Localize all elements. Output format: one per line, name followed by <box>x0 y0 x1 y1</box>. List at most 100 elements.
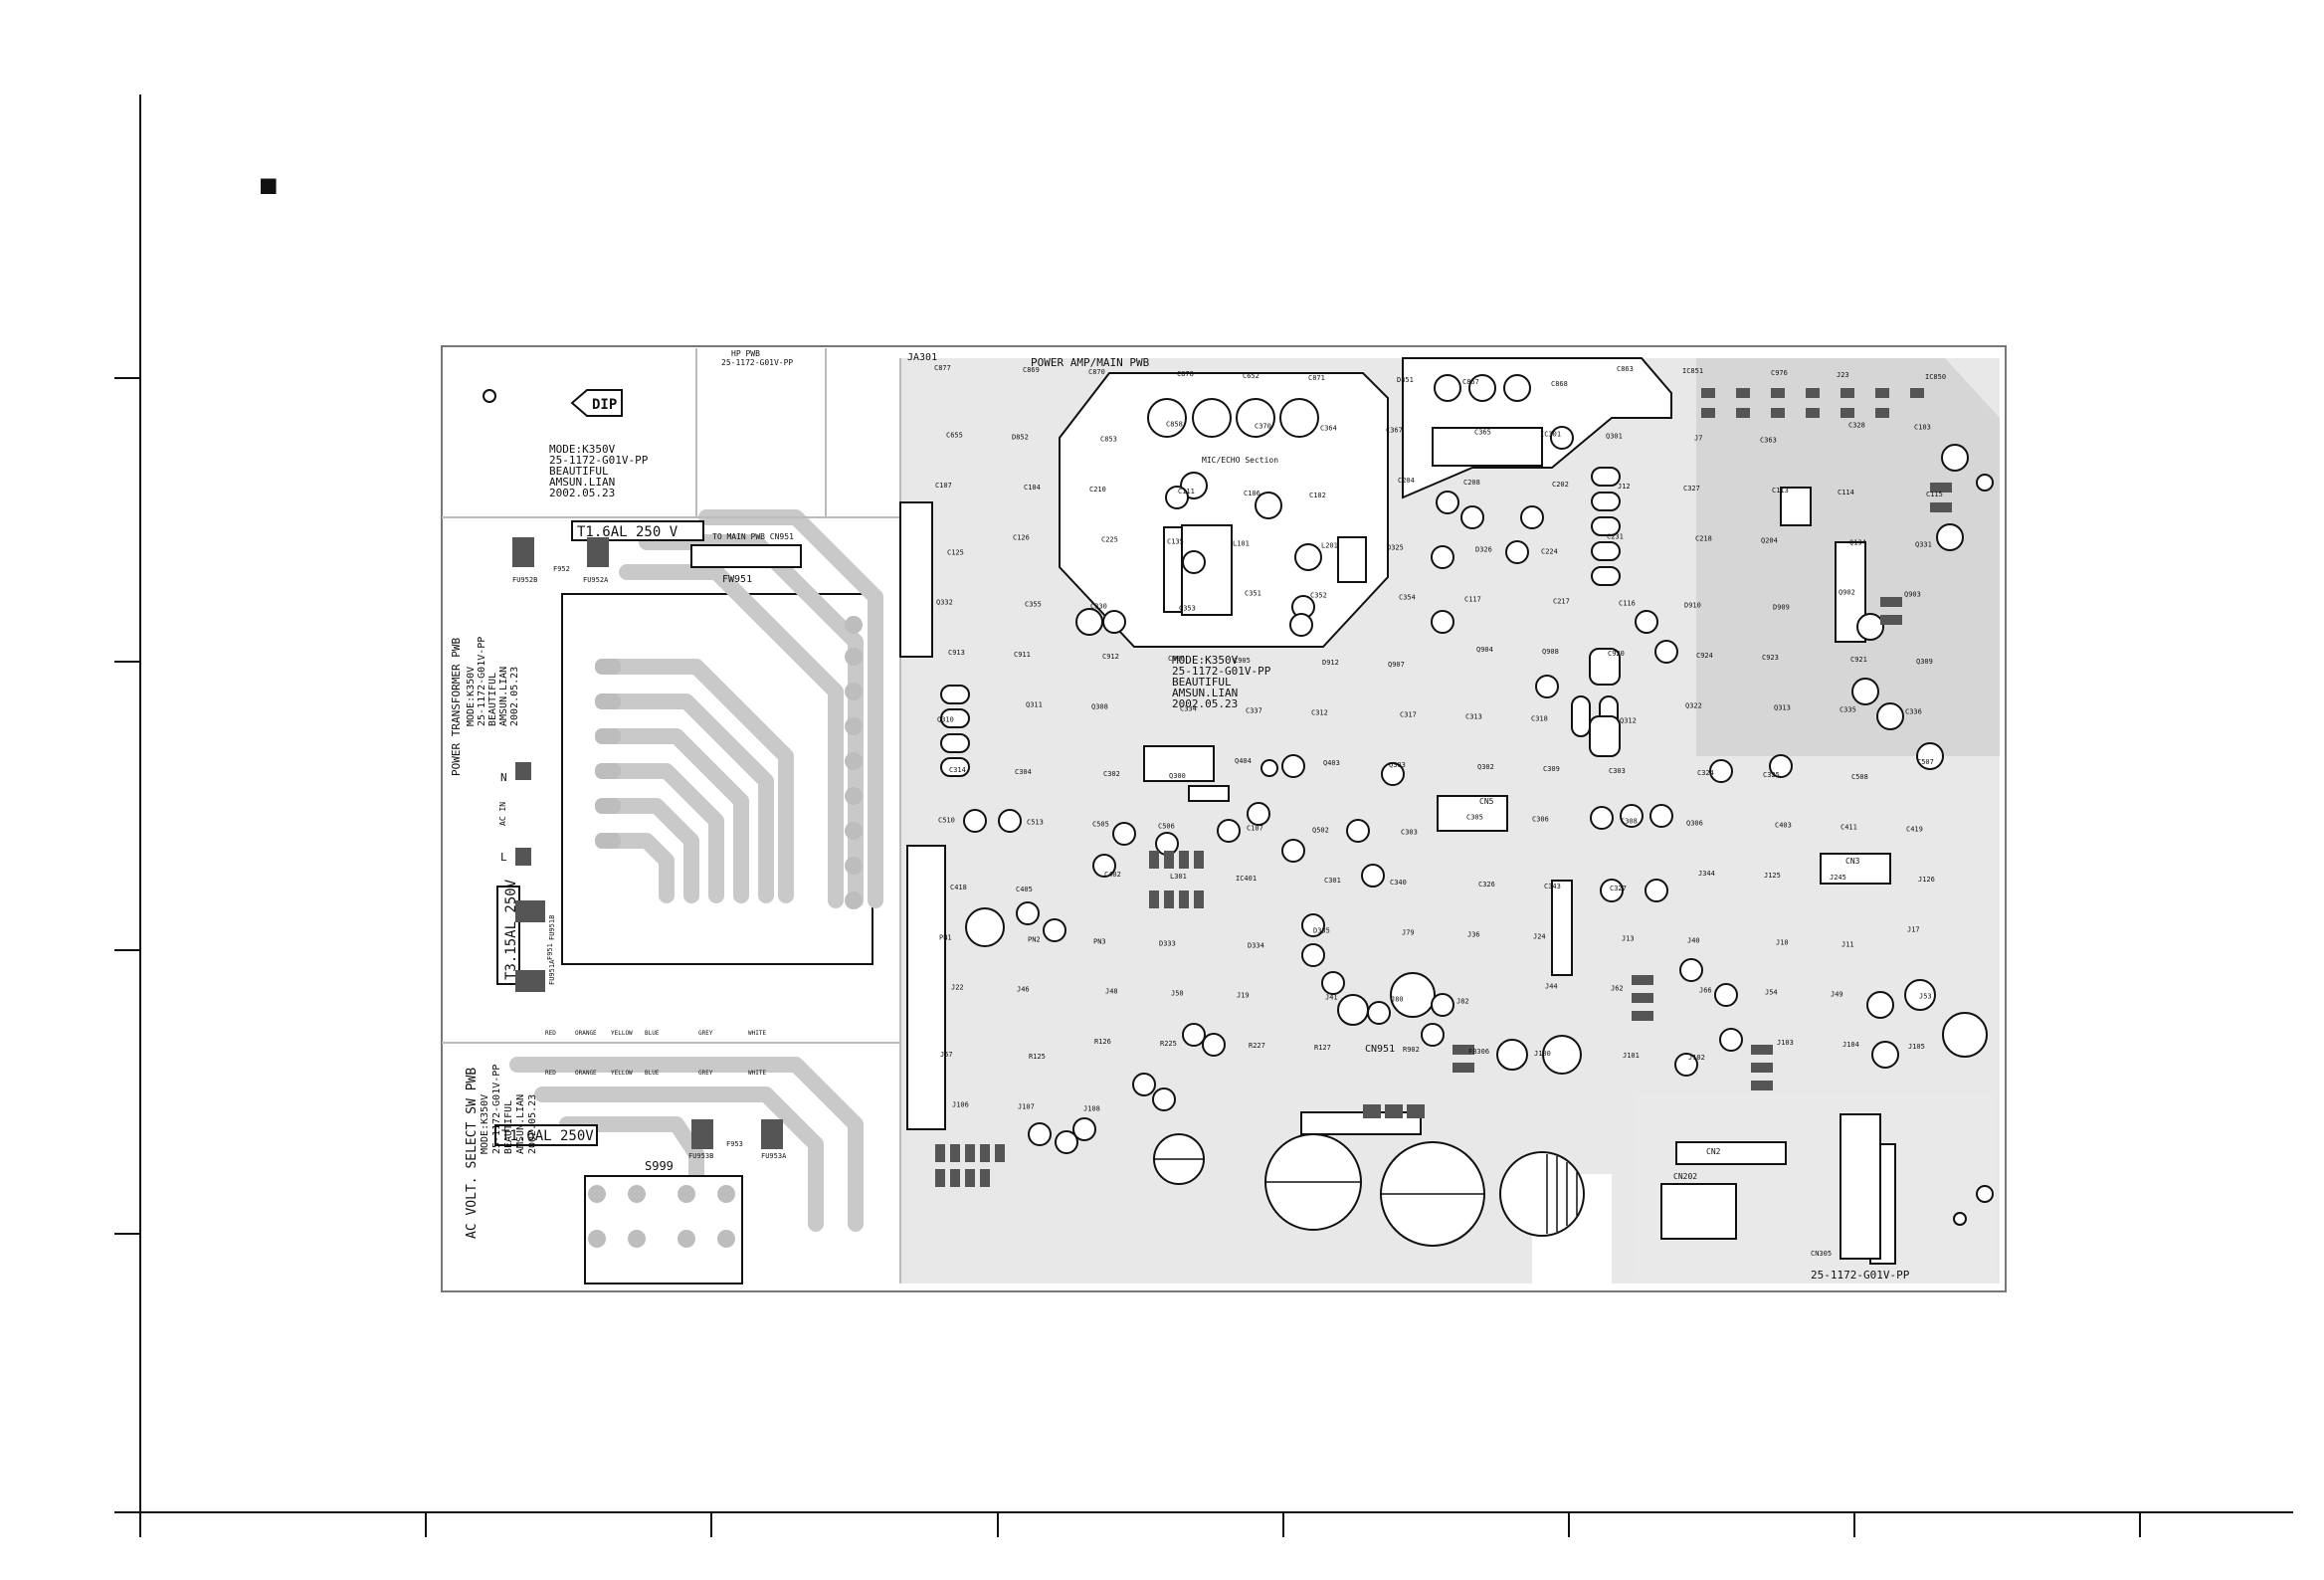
component-designator: C507 <box>1917 758 1934 766</box>
cn-label-5: CN202 <box>1673 1172 1697 1181</box>
component-designator: J23 <box>1837 371 1849 379</box>
wire-red: RED <box>545 1030 556 1037</box>
component-designator: C337 <box>1246 707 1262 715</box>
fuse-part-4: FU953B <box>688 1152 713 1160</box>
component-designator: C853 <box>1100 435 1117 443</box>
wire-orange-2: ORANGE <box>575 1070 597 1077</box>
component-designator: C107 <box>1247 824 1263 832</box>
component-designator: Q309 <box>1916 658 1933 666</box>
ptf-line-4: BEAUTIFUL <box>487 673 498 726</box>
mic-echo-section: MIC/ECHO Section <box>1202 456 1278 465</box>
component-designator: C403 <box>1775 821 1792 829</box>
integrated-circuits <box>1181 427 1881 1260</box>
component-designator: C870 <box>1088 368 1105 376</box>
bottom-right-code: 25-1172-G01V-PP <box>1811 1269 1910 1282</box>
component-designator: PN2 <box>1028 935 1041 943</box>
fuse-part-2: F952 <box>553 565 570 573</box>
component-designator: J107 <box>1018 1103 1035 1111</box>
component-designator: J66 <box>1699 987 1712 995</box>
component-designator: C418 <box>950 884 967 891</box>
component-designator: C327 <box>1610 885 1627 892</box>
cn-label-3: CN951 <box>1365 1044 1395 1055</box>
to-main-pwb: TO MAIN PWB CN951 <box>712 532 794 541</box>
fuse-left-label: T3.15AL 250V <box>503 879 519 980</box>
component-designator: D852 <box>1012 433 1029 441</box>
page-frame <box>114 95 2293 1537</box>
capacitors <box>963 374 1988 1154</box>
fuse-top-label: T1.6AL 250 V <box>577 524 678 540</box>
component-designator: J50 <box>1171 990 1184 998</box>
component-designator: C231 <box>1607 532 1624 540</box>
component-designator: C353 <box>1179 605 1196 613</box>
component-designator: C905 <box>1234 657 1251 665</box>
component-designator: D909 <box>1773 604 1790 612</box>
component-designator: C126 <box>1013 533 1030 541</box>
board-top-label: POWER AMP/MAIN PWB <box>1031 356 1150 369</box>
component-designator: J100 <box>1534 1050 1551 1058</box>
component-designator: Q300 <box>1169 772 1186 780</box>
component-designator: C858 <box>1166 420 1183 428</box>
component-designator: C863 <box>1617 365 1634 373</box>
fuse-part-9: FU951A <box>548 959 556 985</box>
component-designator: C107 <box>935 482 952 490</box>
component-designator: J108 <box>1083 1105 1100 1113</box>
component-designator: Q403 <box>1323 759 1340 767</box>
component-designator: J17 <box>1907 925 1920 933</box>
hp-pwb-line-1: HP PWB <box>731 349 760 358</box>
component-designator: C335 <box>1840 706 1856 714</box>
component-designator: C305 <box>1466 813 1483 821</box>
component-designator: C125 <box>947 548 964 556</box>
acv-line-2: MODE:K350V <box>480 1094 490 1154</box>
component-designator: C303 <box>1609 767 1626 775</box>
component-designator: J245 <box>1830 874 1846 882</box>
component-designator: C365 <box>1474 428 1491 436</box>
component-designator: C411 <box>1840 823 1857 831</box>
component-designator: D333 <box>1159 939 1176 947</box>
component-designator: C419 <box>1906 825 1923 833</box>
component-designator: Q903 <box>1904 591 1921 599</box>
component-designator: C363 <box>1760 436 1777 444</box>
ac-in-n: N <box>500 771 507 784</box>
fuse-part-7: FU951B <box>548 915 556 940</box>
component-designator: R127 <box>1314 1044 1331 1052</box>
component-designator: C302 <box>1103 770 1120 778</box>
component-designator: C224 <box>1541 547 1558 555</box>
component-designator: C355 <box>1025 601 1042 609</box>
component-designator: C312 <box>1311 709 1328 717</box>
fuse-part-1: FU952B <box>512 576 537 584</box>
component-designator: C326 <box>1478 881 1495 889</box>
component-designator: C364 <box>1320 424 1337 432</box>
component-designator: C510 <box>938 816 955 824</box>
model-center-2: 25-1172-G01V-PP <box>1172 665 1271 678</box>
fw951-label: FW951 <box>722 574 752 585</box>
ptf-line-1: POWER TRANSFORMER PWB <box>450 638 463 776</box>
component-designator: R227 <box>1249 1042 1265 1050</box>
component-designator: C924 <box>1696 652 1713 660</box>
component-designator: C869 <box>1023 366 1040 374</box>
component-designator: C513 <box>1027 818 1044 826</box>
component-designator: C309 <box>1543 765 1560 773</box>
component-designator: C370 <box>1255 422 1271 430</box>
mounting-holes <box>483 389 1994 1226</box>
fuse-bottom-label: T1.6AL 250V <box>501 1128 594 1144</box>
dip-label: DIP <box>592 397 617 413</box>
wire-white: WHITE <box>748 1030 766 1037</box>
component-designator: Q310 <box>937 716 954 724</box>
component-designator: J36 <box>1467 930 1480 938</box>
component-designator: C306 <box>1532 815 1549 823</box>
component-designator: C116 <box>1619 600 1636 608</box>
ac-select-area <box>509 1057 864 1284</box>
component-designator: J10 <box>1776 938 1789 946</box>
wire-grey: GREY <box>698 1030 713 1037</box>
component-designator: J7 <box>1694 434 1702 442</box>
component-designator: J106 <box>952 1101 969 1109</box>
component-designator: J57 <box>940 1051 953 1059</box>
component-designator: D910 <box>1684 602 1701 610</box>
component-designator: C911 <box>1014 651 1031 659</box>
component-designator: Q404 <box>1235 757 1252 765</box>
component-designator: C334 <box>1180 705 1197 713</box>
component-designator: J46 <box>1017 986 1030 994</box>
board-labels: POWER AMP/MAIN PWB JA301 HP PWB 25-1172-… <box>450 349 1910 1282</box>
ptf-line-2: MODE:K350V <box>466 667 477 726</box>
